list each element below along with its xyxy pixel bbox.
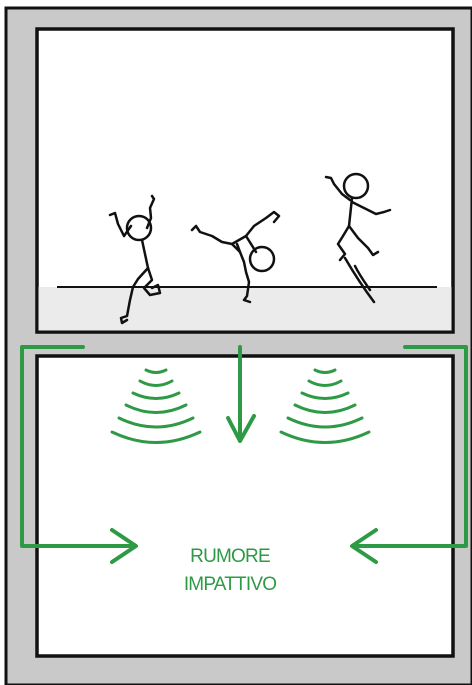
floor-slab bbox=[39, 287, 452, 331]
caption-line-1: RUMORE bbox=[140, 543, 320, 571]
lower-room bbox=[37, 356, 453, 656]
caption-line-2: IMPATTIVO bbox=[140, 571, 320, 599]
